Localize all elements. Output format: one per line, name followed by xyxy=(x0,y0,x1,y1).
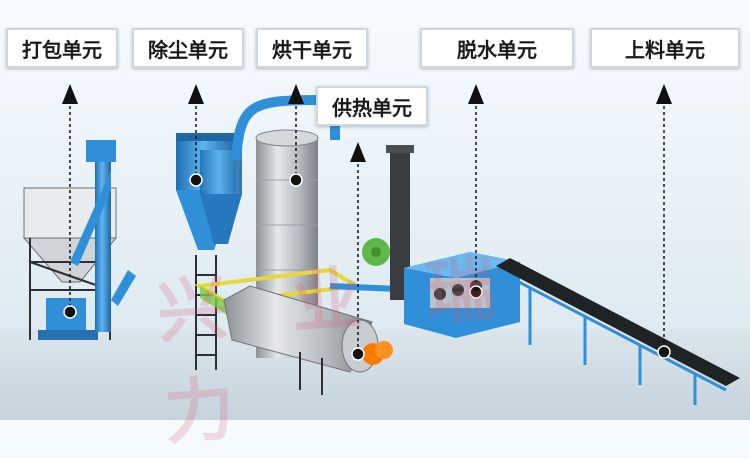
heating-unit xyxy=(223,285,393,395)
arrow-feeding xyxy=(656,84,672,359)
arrow-packing xyxy=(62,84,78,319)
label-drying-unit: 烘干单元 xyxy=(256,28,368,68)
dewatering-unit xyxy=(404,252,520,338)
label-packing-unit: 打包单元 xyxy=(6,28,118,68)
chimney xyxy=(362,145,414,300)
pointer-arrows xyxy=(62,84,672,361)
label-heating-unit: 供热单元 xyxy=(316,86,428,126)
production-line-illustration xyxy=(0,84,750,420)
label-dewatering-unit: 脱水单元 xyxy=(420,28,574,68)
arrow-drying xyxy=(288,84,304,187)
arrow-dewatering xyxy=(468,84,484,299)
arrow-heating xyxy=(350,142,366,361)
bucket-elevator xyxy=(70,140,136,332)
dedusting-unit xyxy=(176,94,340,370)
label-dedusting-unit: 除尘单元 xyxy=(132,28,244,68)
arrow-dedusting xyxy=(188,84,204,187)
label-feeding-unit: 上料单元 xyxy=(590,28,740,68)
feeding-conveyor xyxy=(495,258,740,405)
